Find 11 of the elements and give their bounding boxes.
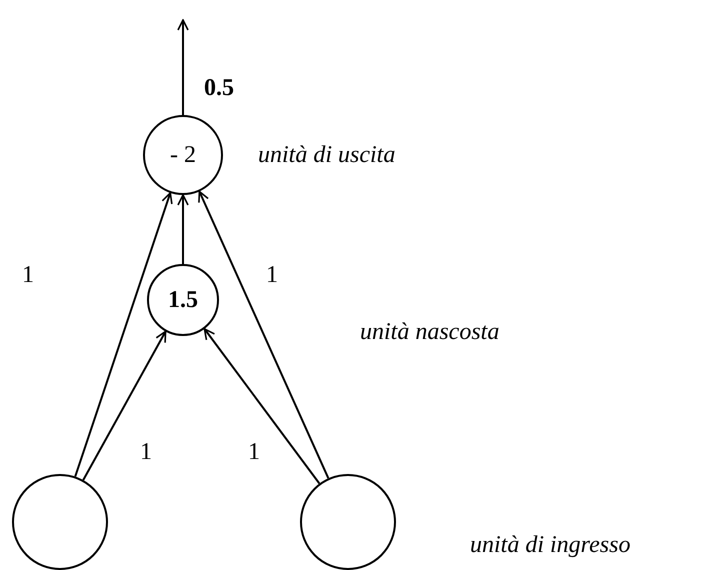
- layer-caption: unità nascosta: [360, 320, 500, 344]
- node-value: - 2: [170, 143, 196, 167]
- node-value: 1.5: [168, 288, 198, 312]
- unit-caption: unità di ingresso: [470, 533, 630, 557]
- arrow: [177, 19, 189, 115]
- arrow: [198, 190, 330, 479]
- arrow: [204, 328, 320, 484]
- arrow: [177, 194, 189, 264]
- unit-caption: unità di uscita: [258, 143, 396, 167]
- arrow: [74, 192, 173, 477]
- arrow: [82, 330, 166, 480]
